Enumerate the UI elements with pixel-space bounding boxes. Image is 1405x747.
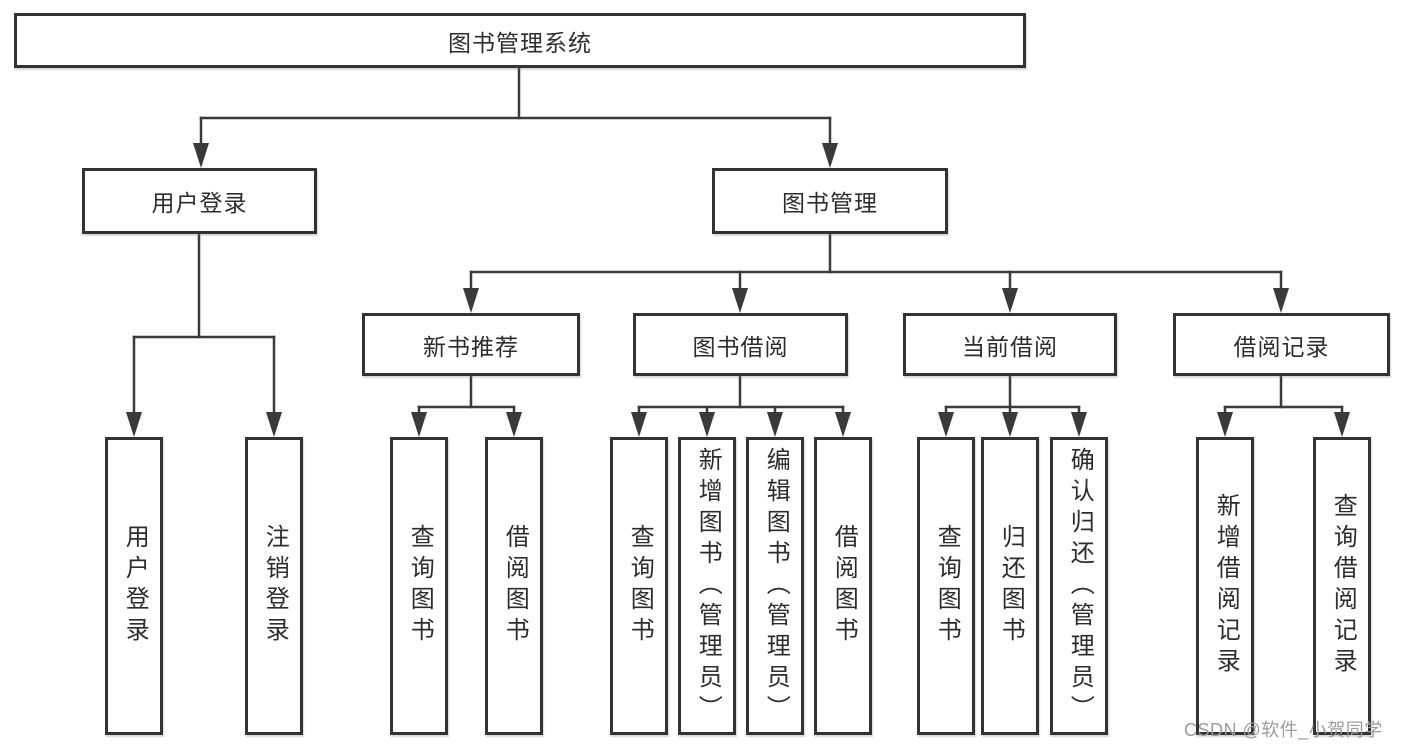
node-book-management: 图书管理 [712, 168, 948, 234]
node-label: 借阅图书 [501, 524, 529, 648]
node-user-login: 用户登录 [82, 168, 317, 234]
leaf-add-books-admin: 新增图书（管理员） [678, 437, 736, 735]
node-book-borrowing: 图书借阅 [633, 313, 848, 376]
leaf-add-borrow-record: 新增借阅记录 [1196, 437, 1254, 735]
leaf-borrow-books: 借阅图书 [814, 437, 872, 735]
leaf-user-login: 用户登录 [105, 437, 163, 735]
node-label: 图书管理 [782, 190, 878, 216]
leaf-query-books-current: 查询图书 [917, 437, 975, 735]
node-label: 查询图书 [933, 524, 961, 648]
node-new-book-recommendation: 新书推荐 [362, 313, 580, 376]
leaf-query-books-borrow: 查询图书 [610, 437, 668, 735]
leaf-edit-books-admin: 编辑图书（管理员） [746, 437, 804, 735]
leaf-logout: 注销登录 [245, 437, 303, 735]
node-label: 查询图书 [406, 524, 434, 648]
node-label: 查询图书 [626, 524, 654, 648]
node-label: 编辑图书（管理员） [762, 446, 790, 726]
node-label: 当前借阅 [962, 333, 1058, 360]
leaf-confirm-return-admin: 确认归还（管理员） [1050, 437, 1108, 735]
node-label: 借阅图书 [830, 524, 858, 648]
leaf-return-books: 归还图书 [981, 437, 1039, 735]
node-label: 图书管理系统 [448, 29, 592, 56]
node-borrowing-records: 借阅记录 [1173, 313, 1390, 376]
node-current-borrowing: 当前借阅 [903, 313, 1117, 376]
node-label: 注销登录 [261, 524, 289, 648]
leaf-borrow-books-recommend: 借阅图书 [485, 437, 543, 735]
node-label: 新增借阅记录 [1212, 493, 1240, 679]
node-label: 查询借阅记录 [1329, 493, 1357, 679]
node-label: 归还图书 [997, 524, 1025, 648]
node-label: 用户登录 [121, 524, 149, 648]
node-label: 新增图书（管理员） [694, 446, 722, 726]
leaf-query-books-recommend: 查询图书 [390, 437, 448, 735]
node-label: 新书推荐 [423, 333, 519, 360]
node-label: 图书借阅 [692, 333, 789, 360]
csdn-watermark: CSDN @软件_小贺同学 [1184, 720, 1383, 740]
node-library-management-system: 图书管理系统 [14, 13, 1026, 68]
node-label: 确认归还（管理员） [1066, 446, 1094, 726]
node-label: 借阅记录 [1233, 333, 1330, 360]
leaf-query-borrow-record: 查询借阅记录 [1313, 437, 1371, 735]
node-label: 用户登录 [151, 190, 248, 216]
